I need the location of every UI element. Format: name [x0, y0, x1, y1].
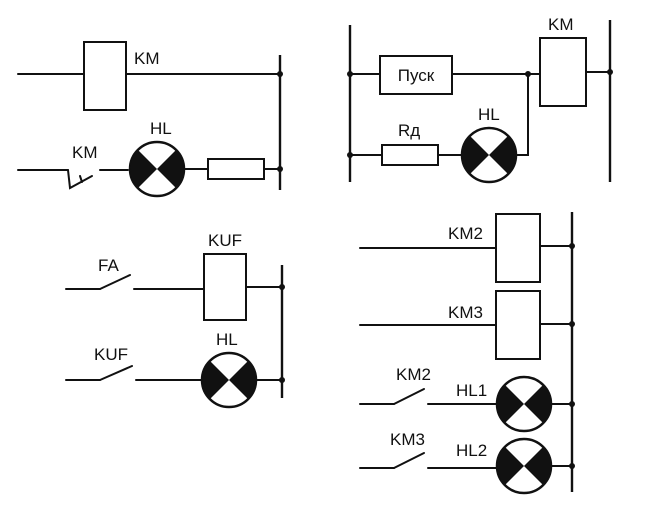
diagram-4-km3-contact: [393, 452, 425, 469]
diagram-3-junction-bottom: [279, 377, 285, 383]
diagram-2-coil-km: [539, 37, 587, 107]
diagram-4-km2-contact: [393, 388, 425, 405]
diagram-4-lamp-hl1-label: HL1: [456, 381, 487, 400]
diagram-1-junction-top: [277, 71, 283, 77]
diagram-1-lamp-hl: [128, 140, 186, 198]
diagram-4-coil-km2-label: KM2: [448, 224, 483, 243]
diagram-2-lamp-label: HL: [478, 105, 500, 124]
diagram-1-lamp-label: HL: [150, 119, 172, 138]
diagram-3-kuf-label: KUF: [94, 345, 128, 364]
diagram-4-contact-km2-label: KM2: [396, 365, 431, 384]
diagram-1-coil-label: KM: [134, 49, 160, 68]
diagram-1: KM KM HL: [17, 41, 283, 198]
diagram-2-start-button-label: Пуск: [398, 66, 435, 85]
diagram-3-fa-contact: [99, 274, 131, 290]
diagram-2-resistor-rd: [381, 144, 439, 166]
diagram-3-kuf-contact: [99, 365, 133, 381]
diagram-3-lamp-hl: [200, 351, 258, 409]
diagram-3-lamp-label: HL: [216, 330, 238, 349]
diagram-2-junction-left-bottom: [347, 152, 353, 158]
diagram-4-lamp-hl2: [495, 437, 553, 495]
diagram-4-coil-km2: [495, 213, 541, 283]
diagram-4-junction-4: [569, 463, 575, 469]
diagram-4-lamp-hl2-label: HL2: [456, 441, 487, 460]
diagram-2-resistor-label: Rд: [398, 121, 420, 140]
diagram-4-junction-2: [569, 321, 575, 327]
diagram-4-junction-1: [569, 243, 575, 249]
diagram-3-coil-label: KUF: [208, 231, 242, 250]
diagram-1-contact-mark: [79, 175, 83, 183]
diagram-4-junction-3: [569, 401, 575, 407]
diagram-4: KM2 KM3 KM2 HL1 KM3 HL2: [359, 212, 575, 495]
diagram-2-junction-left-top: [347, 71, 353, 77]
diagram-2-junction-right: [607, 69, 613, 75]
diagram-3-coil-kuf: [203, 253, 247, 321]
diagram-3-junction-top: [279, 284, 285, 290]
diagram-1-coil-km: [83, 41, 127, 111]
diagram-3-fa-label: FA: [98, 256, 119, 275]
diagram-2-lamp-hl: [460, 126, 518, 184]
diagram-1-resistor: [207, 158, 265, 180]
diagram-1-junction-bottom: [277, 166, 283, 172]
diagram-4-contact-km3-label: KM3: [390, 430, 425, 449]
diagram-1-contact-km: [67, 169, 93, 190]
diagram-4-lamp-hl1: [495, 375, 553, 433]
diagram-1-contact-label: KM: [72, 143, 98, 162]
diagram-3: FA KUF KUF HL: [65, 231, 285, 409]
diagram-2: Пуск KM Rд HL: [347, 15, 613, 184]
diagram-2-coil-label: KM: [548, 15, 574, 34]
diagram-4-coil-km3: [495, 290, 541, 360]
diagram-2-lamp-wire: [515, 73, 529, 156]
diagram-4-coil-km3-label: KM3: [448, 303, 483, 322]
